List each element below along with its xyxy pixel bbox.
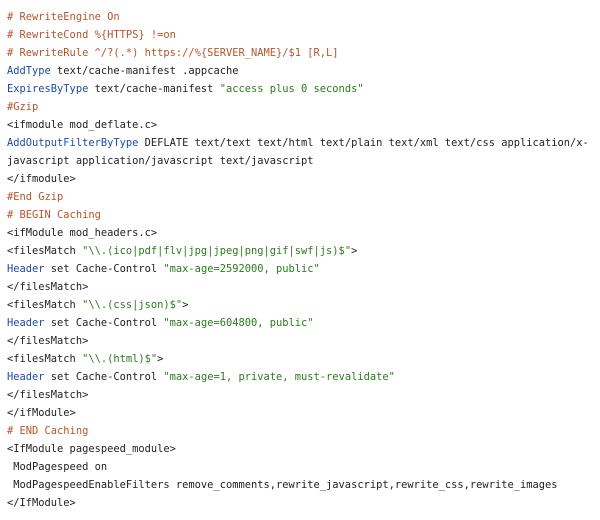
code-line: #End Gzip [7,188,593,206]
code-token-tag: </IfModule> [7,497,76,509]
code-token-plain: set Cache-Control [44,371,164,383]
code-line: <filesMatch "\\.(html)$"> [7,350,593,368]
code-token-keyword: Header [7,317,45,329]
code-line: </filesMatch> [7,386,593,404]
code-line: <ifModule mod_headers.c> [7,224,593,242]
code-token-string: "\\.(html)$" [82,353,158,365]
code-token-plain: set Cache-Control [44,263,164,275]
code-token-comment: # RewriteCond %{HTTPS} !=on [7,29,176,41]
code-token-comment: # BEGIN Caching [7,209,101,221]
code-token-tag: </filesMatch> [7,281,89,293]
code-token-keyword: Header [7,263,45,275]
code-token-keyword: ExpiresByType [7,83,89,95]
code-token-plain: ModPagespeed on [7,461,108,473]
code-line: </filesMatch> [7,332,593,350]
code-line: Header set Cache-Control "max-age=259200… [7,260,593,278]
code-line: </ifmodule> [7,170,593,188]
code-line: ExpiresByType text/cache-manifest "acces… [7,80,593,98]
code-line: # RewriteRule ^/?(.*) https://%{SERVER_N… [7,44,593,62]
code-line: AddType text/cache-manifest .appcache [7,62,593,80]
code-token-plain: javascript application/javascript text/j… [7,155,314,167]
code-line: <IfModule pagespeed_module> [7,440,593,458]
code-token-tag: > [182,299,189,311]
code-line: <ifmodule mod_deflate.c> [7,116,593,134]
code-line: </IfModule> [7,494,593,512]
code-token-comment: # RewriteRule ^/?(.*) https://%{SERVER_N… [7,47,339,59]
code-line: <filesMatch "\\.(css|json)$"> [7,296,593,314]
code-token-comment: # RewriteEngine On [7,11,120,23]
code-token-plain: set Cache-Control [44,317,164,329]
code-token-plain: text/cache-manifest .appcache [50,65,239,77]
code-token-plain: DEFLATE text/text text/html text/plain t… [138,137,589,149]
code-token-tag: <IfModule pagespeed_module> [7,443,176,455]
code-token-tag: > [351,245,358,257]
code-line: #Gzip [7,98,593,116]
code-token-keyword: AddType [7,65,51,77]
code-line: <filesMatch "\\.(ico|pdf|flv|jpg|jpeg|pn… [7,242,593,260]
code-token-tag: <filesMatch [7,353,83,365]
code-token-string: "\\.(ico|pdf|flv|jpg|jpeg|png|gif|swf|js… [82,245,352,257]
code-token-tag: </ifModule> [7,407,76,419]
code-token-keyword: AddOutputFilterByType [7,137,139,149]
code-token-string: "max-age=604800, public" [163,317,314,329]
code-token-string: "max-age=2592000, public" [163,263,320,275]
code-token-tag: <filesMatch [7,299,83,311]
code-line: Header set Cache-Control "max-age=1, pri… [7,368,593,386]
code-token-tag: <filesMatch [7,245,83,257]
code-token-string: "max-age=1, private, must-revalidate" [163,371,395,383]
code-token-plain: text/cache-manifest [88,83,220,95]
code-line: </ifModule> [7,404,593,422]
code-token-tag: > [157,353,164,365]
code-token-comment: #End Gzip [7,191,64,203]
code-line: # BEGIN Caching [7,206,593,224]
htaccess-code-block: # RewriteEngine On # RewriteCond %{HTTPS}… [7,8,593,512]
code-token-tag: <ifmodule mod_deflate.c> [7,119,158,131]
code-line: ModPagespeed on [7,458,593,476]
code-line: AddOutputFilterByType DEFLATE text/text … [7,134,593,152]
code-line: Header set Cache-Control "max-age=604800… [7,314,593,332]
code-line: # END Caching [7,422,593,440]
code-token-plain: ModPagespeedEnableFilters remove_comment… [7,479,558,491]
code-line: javascript application/javascript text/j… [7,152,593,170]
code-token-comment: # END Caching [7,425,89,437]
code-token-tag: </filesMatch> [7,389,89,401]
code-line: </filesMatch> [7,278,593,296]
code-token-keyword: Header [7,371,45,383]
code-token-tag: <ifModule mod_headers.c> [7,227,158,239]
code-token-tag: </filesMatch> [7,335,89,347]
code-token-string: "access plus 0 seconds" [219,83,364,95]
code-token-string: "\\.(css|json)$" [82,299,183,311]
code-token-comment: #Gzip [7,101,39,113]
code-line: ModPagespeedEnableFilters remove_comment… [7,476,593,494]
code-line: # RewriteCond %{HTTPS} !=on [7,26,593,44]
code-token-tag: </ifmodule> [7,173,76,185]
code-line: # RewriteEngine On [7,8,593,26]
